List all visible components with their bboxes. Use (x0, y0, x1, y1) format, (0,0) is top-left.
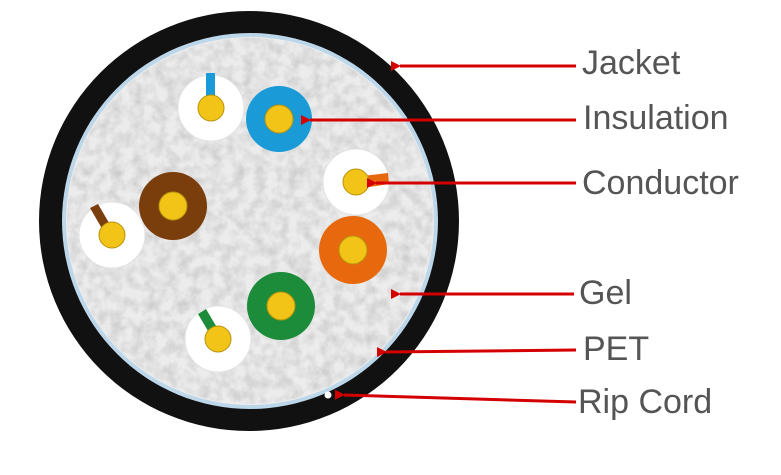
label-pet: PET (583, 330, 649, 368)
label-rip-cord: Rip Cord (578, 383, 712, 421)
rip-cord (324, 391, 332, 399)
arrow-pet (376, 347, 577, 358)
wire-brown (139, 172, 207, 240)
wire-white-brown (78, 201, 146, 269)
wire-white-blue (177, 73, 245, 142)
label-gel: Gel (579, 274, 632, 312)
wire-green (247, 272, 315, 340)
label-conductor: Conductor (582, 164, 739, 202)
wire-orange (319, 216, 387, 284)
wire-blue (246, 86, 312, 152)
arrow-rip-cord (334, 389, 577, 404)
label-insulation: Insulation (583, 99, 729, 137)
wire-white-green (184, 305, 252, 373)
label-jacket: Jacket (582, 44, 681, 82)
